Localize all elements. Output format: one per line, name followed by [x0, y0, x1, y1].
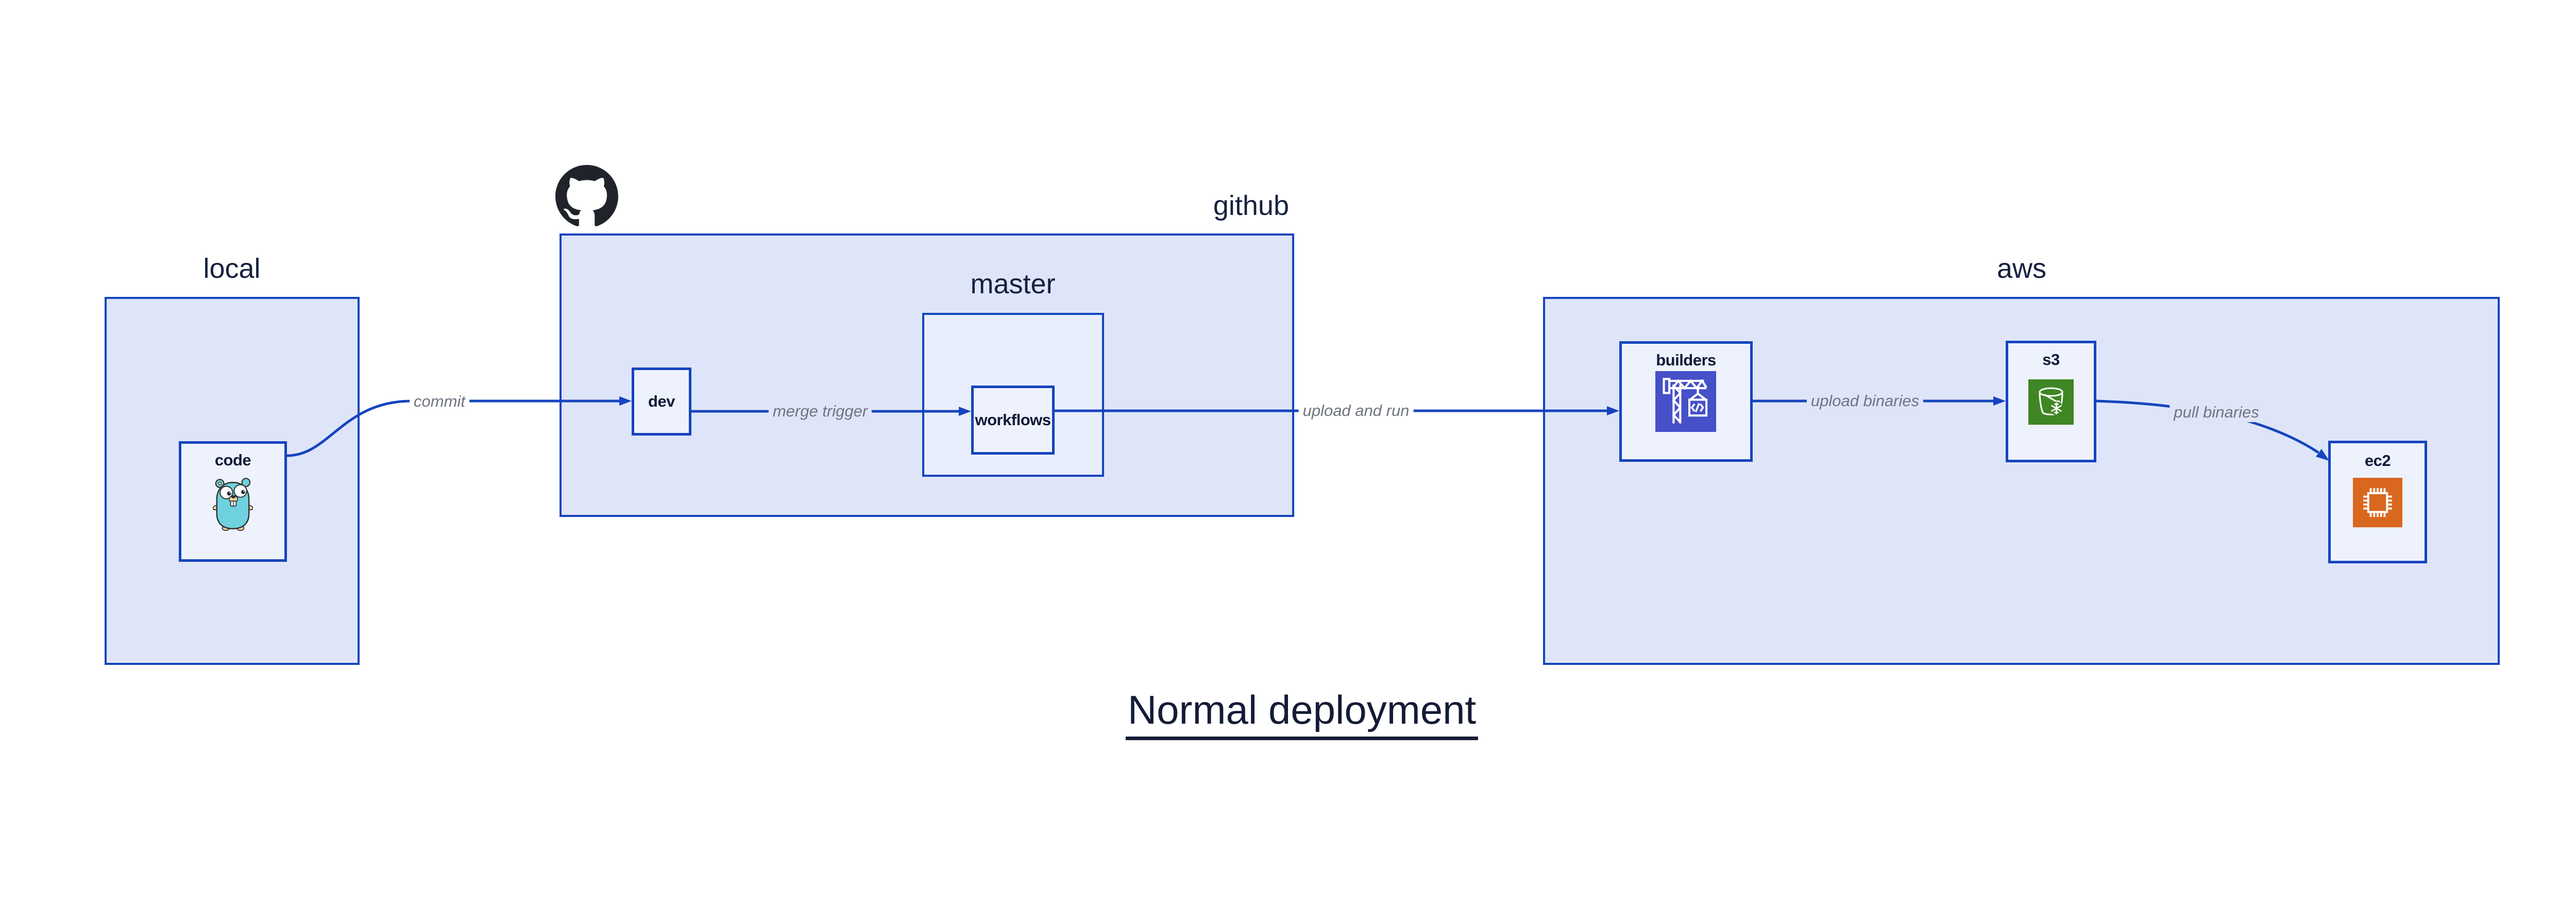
go-gopher-icon [212, 475, 253, 533]
diagram-title: Normal deployment [1125, 687, 1479, 740]
ec2-chip-icon [2353, 478, 2402, 530]
node-dev: dev [632, 368, 691, 436]
node-label-s3: s3 [2042, 350, 2060, 369]
group-label-master: master [970, 269, 1056, 299]
edge-label-pull-binaries: pull binaries [2170, 402, 2263, 423]
pull-binaries-arrowhead [2316, 449, 2329, 461]
codebuild-crane-icon [1655, 371, 1716, 435]
upload-and-run-arrowhead [1607, 406, 1619, 415]
edge-label-commit: commit [410, 391, 469, 412]
group-label-aws: aws [1996, 253, 2047, 284]
edge-label-upload-binaries: upload binaries [1806, 391, 1924, 411]
group-label-local: local [203, 253, 261, 284]
node-label-code: code [214, 451, 251, 469]
node-label-builders: builders [1656, 351, 1716, 369]
upload-binaries-arrowhead [1993, 396, 2006, 406]
commit-arrowhead [619, 396, 632, 406]
node-label-ec2: ec2 [2364, 452, 2391, 470]
edge-label-merge-trigger: merge trigger [768, 401, 872, 422]
group-label-github: github [1213, 190, 1289, 221]
commit-edge [286, 396, 632, 457]
merge-trigger-arrowhead [959, 407, 971, 416]
node-workflows: workflows [971, 386, 1055, 455]
node-label-dev: dev [648, 392, 675, 410]
github-octocat-icon [555, 165, 618, 228]
s3-bucket-icon [2028, 379, 2074, 427]
edge-label-upload-and-run: upload and run [1298, 400, 1414, 421]
node-label-workflows: workflows [975, 411, 1051, 429]
node-s3: s3 [2006, 341, 2096, 462]
